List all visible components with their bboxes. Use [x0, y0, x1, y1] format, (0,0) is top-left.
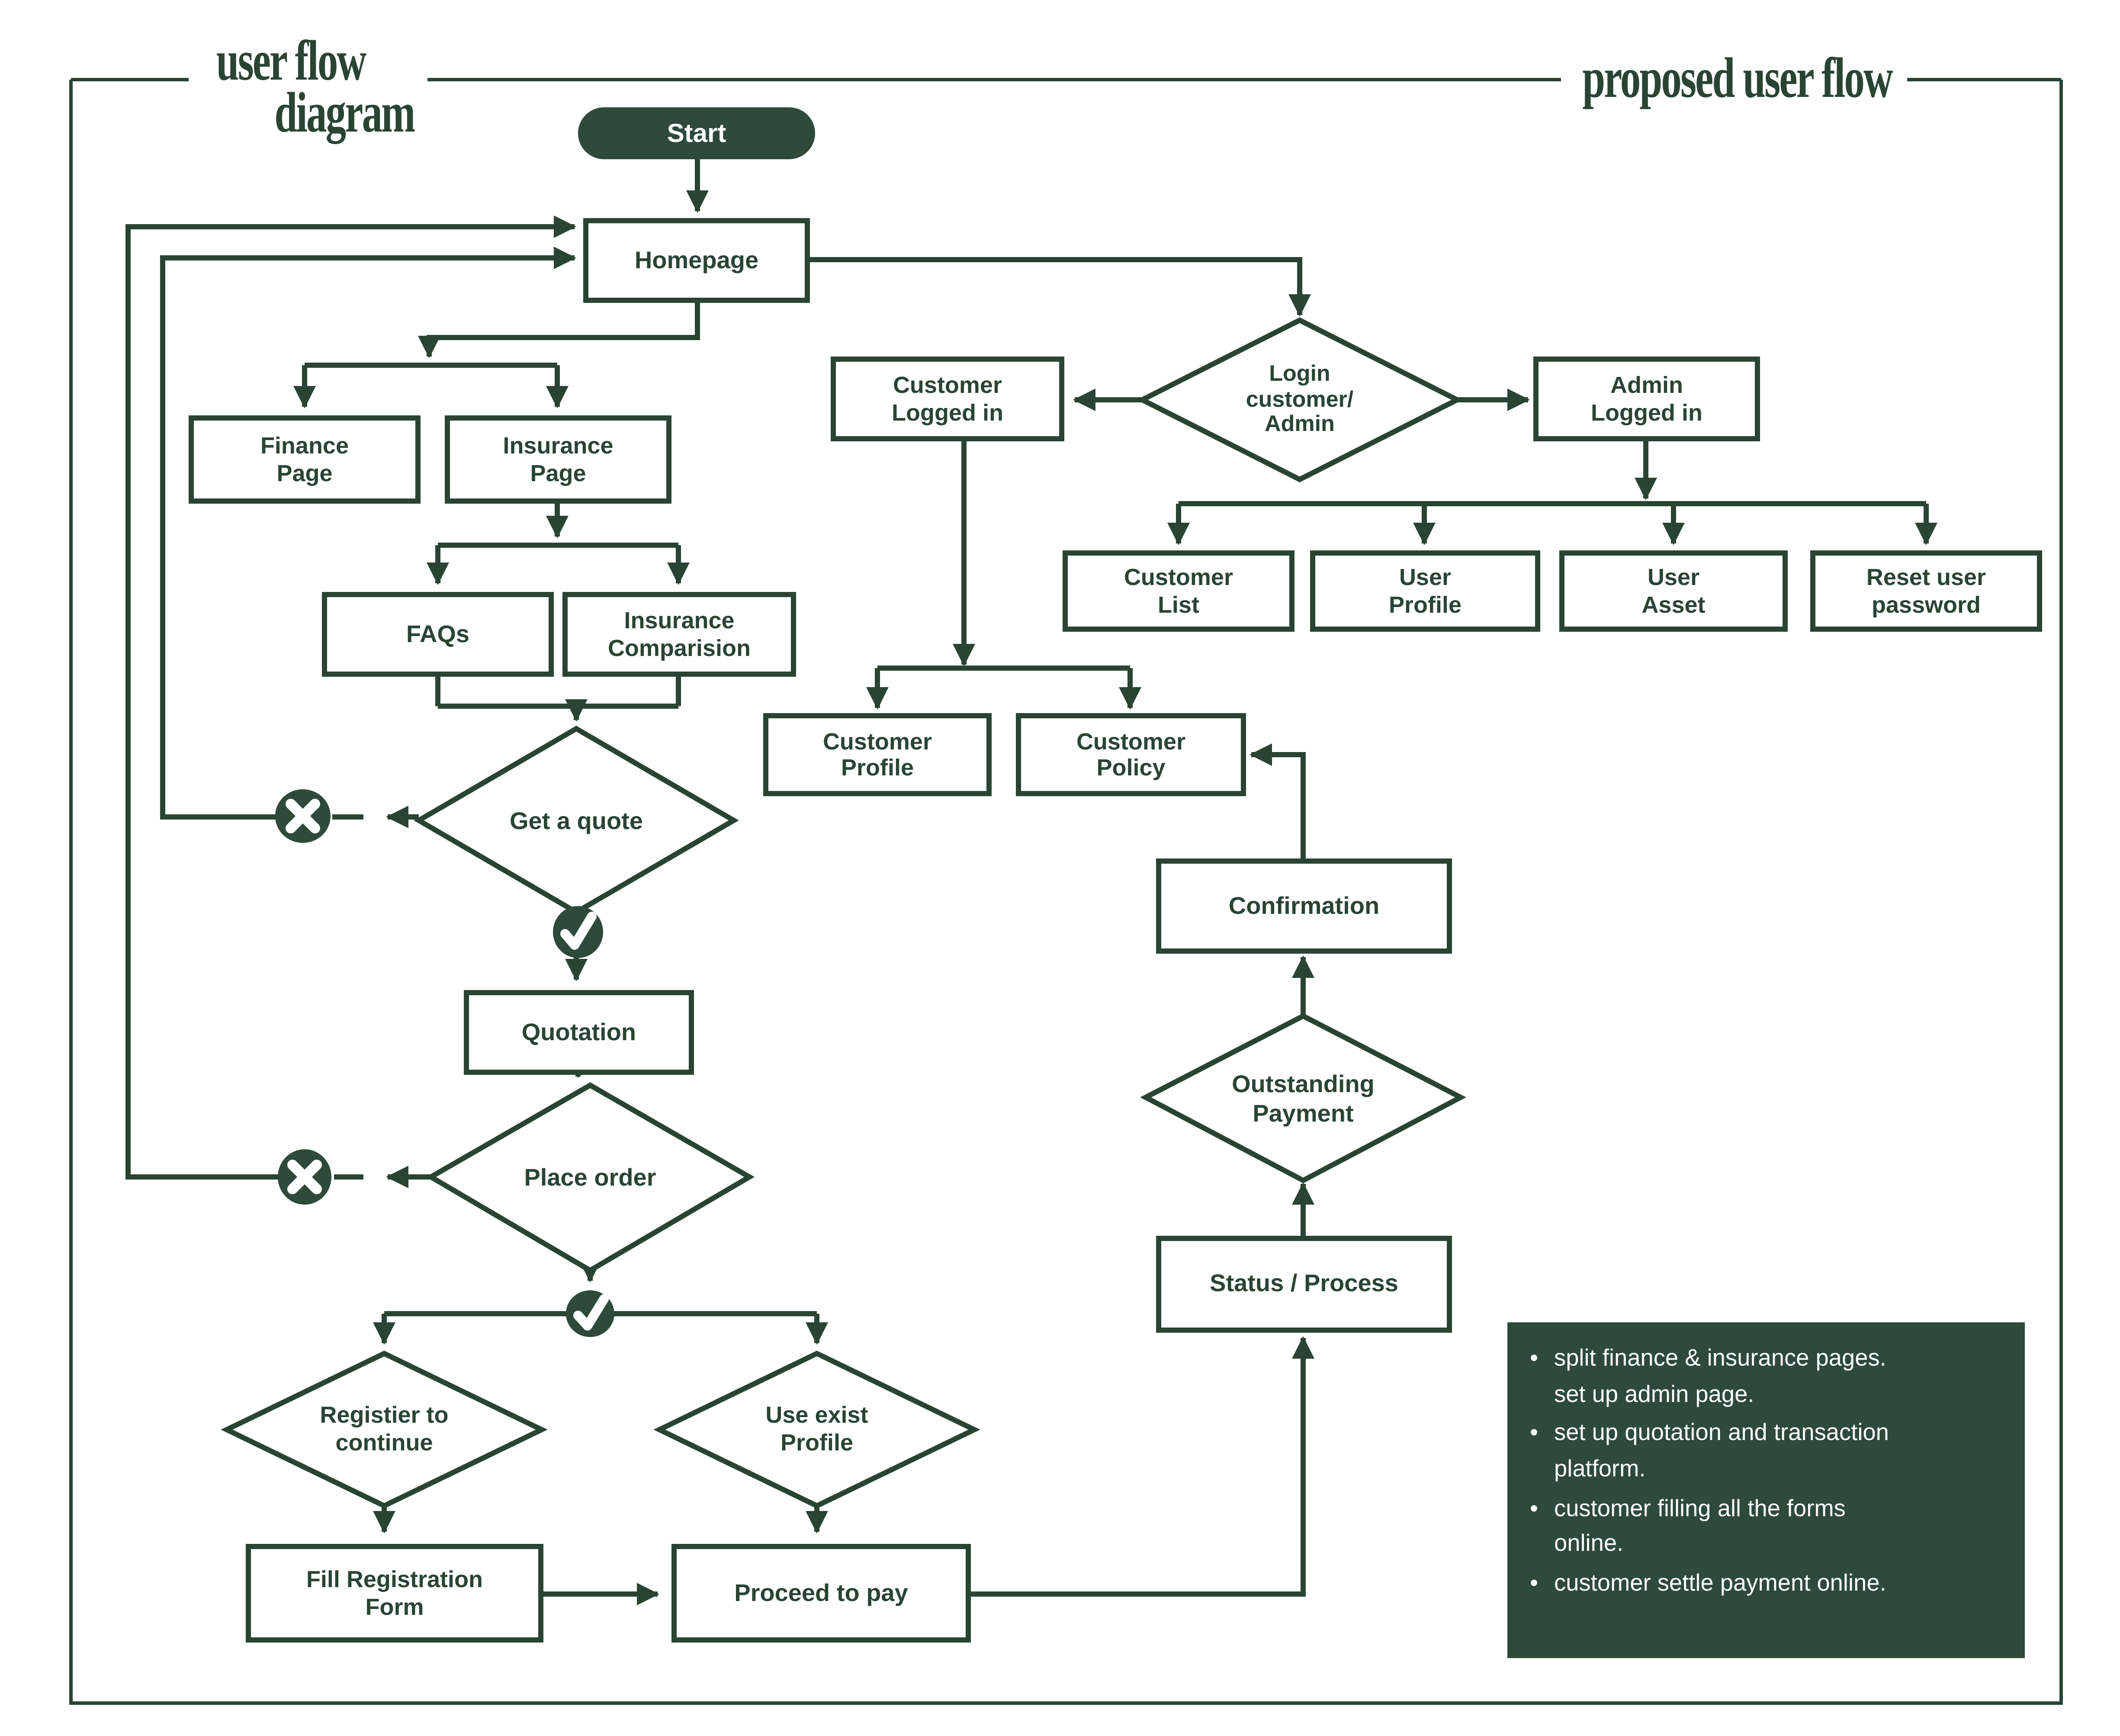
node-confirmation: Confirmation [1156, 858, 1452, 954]
node-insurance-page: Insurance Page [445, 415, 671, 504]
node-label: Customer [1124, 564, 1233, 591]
node-label: List [1157, 591, 1199, 617]
title-proposed-user-flow: proposed user flow [1582, 48, 1893, 111]
node-reset-user-password: Reset user password [1810, 550, 2042, 632]
note-item: • set up quotation and transaction platf… [1528, 1416, 2008, 1488]
note-text: set up quotation and transaction platfor… [1554, 1420, 1889, 1482]
node-label: Asset [1641, 591, 1706, 617]
node-admin-logged-in: Admin Logged in [1533, 357, 1760, 441]
node-customer-list: Customer List [1063, 550, 1294, 632]
node-label: Quotation [521, 1017, 636, 1045]
cross-icon [275, 789, 331, 843]
title-diagram: diagram [274, 83, 415, 145]
node-label: Finance [260, 433, 349, 459]
node-insurance-comparision: Insurance Comparision [562, 592, 796, 677]
node-label: Status / Process [1210, 1269, 1398, 1297]
node-status-process: Status / Process [1156, 1236, 1452, 1333]
node-label: Fill Registration [306, 1566, 483, 1593]
node-label: Homepage [634, 245, 759, 273]
node-finance-page: Finance Page [189, 415, 421, 504]
node-customer-logged-in: Customer Logged in [831, 357, 1064, 441]
node-label: Policy [1096, 755, 1166, 781]
edge-confirmation-custpolicy [1250, 743, 1306, 858]
node-label: password [1871, 591, 1981, 617]
node-fill-registration-form: Fill Registration Form [246, 1544, 543, 1643]
node-label: Customer [893, 372, 1002, 399]
proposed-notes-panel: • split finance & insurance pages. set u… [1507, 1322, 2025, 1658]
node-user-asset: User Asset [1559, 550, 1788, 632]
diamond-outstanding [1140, 1013, 1466, 1183]
check-icon [553, 906, 603, 958]
node-label: Page [530, 460, 586, 485]
edge-homepage-login [810, 257, 1311, 317]
cross-icon [278, 1149, 331, 1205]
note-item: • customer filling all the forms online. [1528, 1492, 2008, 1563]
title-user-flow: user flow [216, 31, 366, 93]
node-label: Logged in [1591, 399, 1702, 425]
node-label: User [1647, 564, 1700, 591]
bullet-icon: • [1530, 1420, 1539, 1446]
diamond-use-exist [653, 1350, 980, 1509]
node-label: Profile [841, 755, 914, 781]
diamond-login [1136, 317, 1463, 482]
node-label: Customer [822, 728, 932, 754]
node-label: Start [667, 119, 726, 148]
diamond-registier [221, 1350, 548, 1509]
connectors [125, 159, 1937, 1605]
edge-homepage-split [418, 303, 700, 358]
node-user-profile: User Profile [1310, 550, 1540, 632]
node-proceed-to-pay: Proceed to pay [671, 1544, 971, 1643]
node-label: Confirmation [1228, 891, 1380, 919]
node-label: Customer [1076, 728, 1185, 754]
note-item: • customer settle payment online. [1528, 1566, 2008, 1602]
node-quotation: Quotation [464, 990, 694, 1075]
node-start: Start [578, 107, 815, 159]
node-label: Comparision [607, 634, 751, 660]
bullet-icon: • [1530, 1569, 1539, 1596]
diamond-place-order [426, 1082, 755, 1273]
note-text: customer settle payment online. [1554, 1569, 1886, 1596]
edge-proceed-status [971, 1336, 1314, 1597]
node-customer-policy: Customer Policy [1016, 713, 1246, 796]
check-icon [566, 1290, 614, 1337]
node-label: Profile [1388, 591, 1462, 617]
node-label: FAQs [406, 619, 470, 647]
bullet-icon: • [1530, 1495, 1539, 1521]
node-customer-profile: Customer Profile [763, 713, 992, 796]
edge-x1-left [160, 247, 576, 820]
node-label: Insurance [503, 433, 614, 459]
node-homepage: Homepage [583, 218, 810, 303]
edge-x2-left [125, 215, 576, 1180]
node-label: Admin [1610, 372, 1683, 399]
diamond-get-a-quote [414, 726, 739, 915]
notes-list: • split finance & insurance pages. set u… [1528, 1341, 2008, 1602]
node-label: Form [365, 1593, 424, 1619]
node-label: Page [276, 460, 333, 485]
note-text: customer filling all the forms online. [1554, 1495, 1846, 1557]
page-border [69, 78, 2063, 1705]
bullet-icon: • [1530, 1345, 1539, 1371]
node-label: Reset user [1866, 564, 1986, 591]
node-label: Insurance [624, 608, 735, 634]
node-label: Proceed to pay [734, 1578, 908, 1606]
node-label: Logged in [892, 399, 1003, 425]
note-item: • split finance & insurance pages. set u… [1528, 1341, 2008, 1413]
node-faqs: FAQs [322, 592, 554, 677]
decision-diamonds [221, 317, 1466, 1509]
node-label: User [1399, 564, 1452, 591]
status-badges [275, 789, 614, 1337]
note-text: split finance & insurance pages. set up … [1554, 1345, 1886, 1407]
